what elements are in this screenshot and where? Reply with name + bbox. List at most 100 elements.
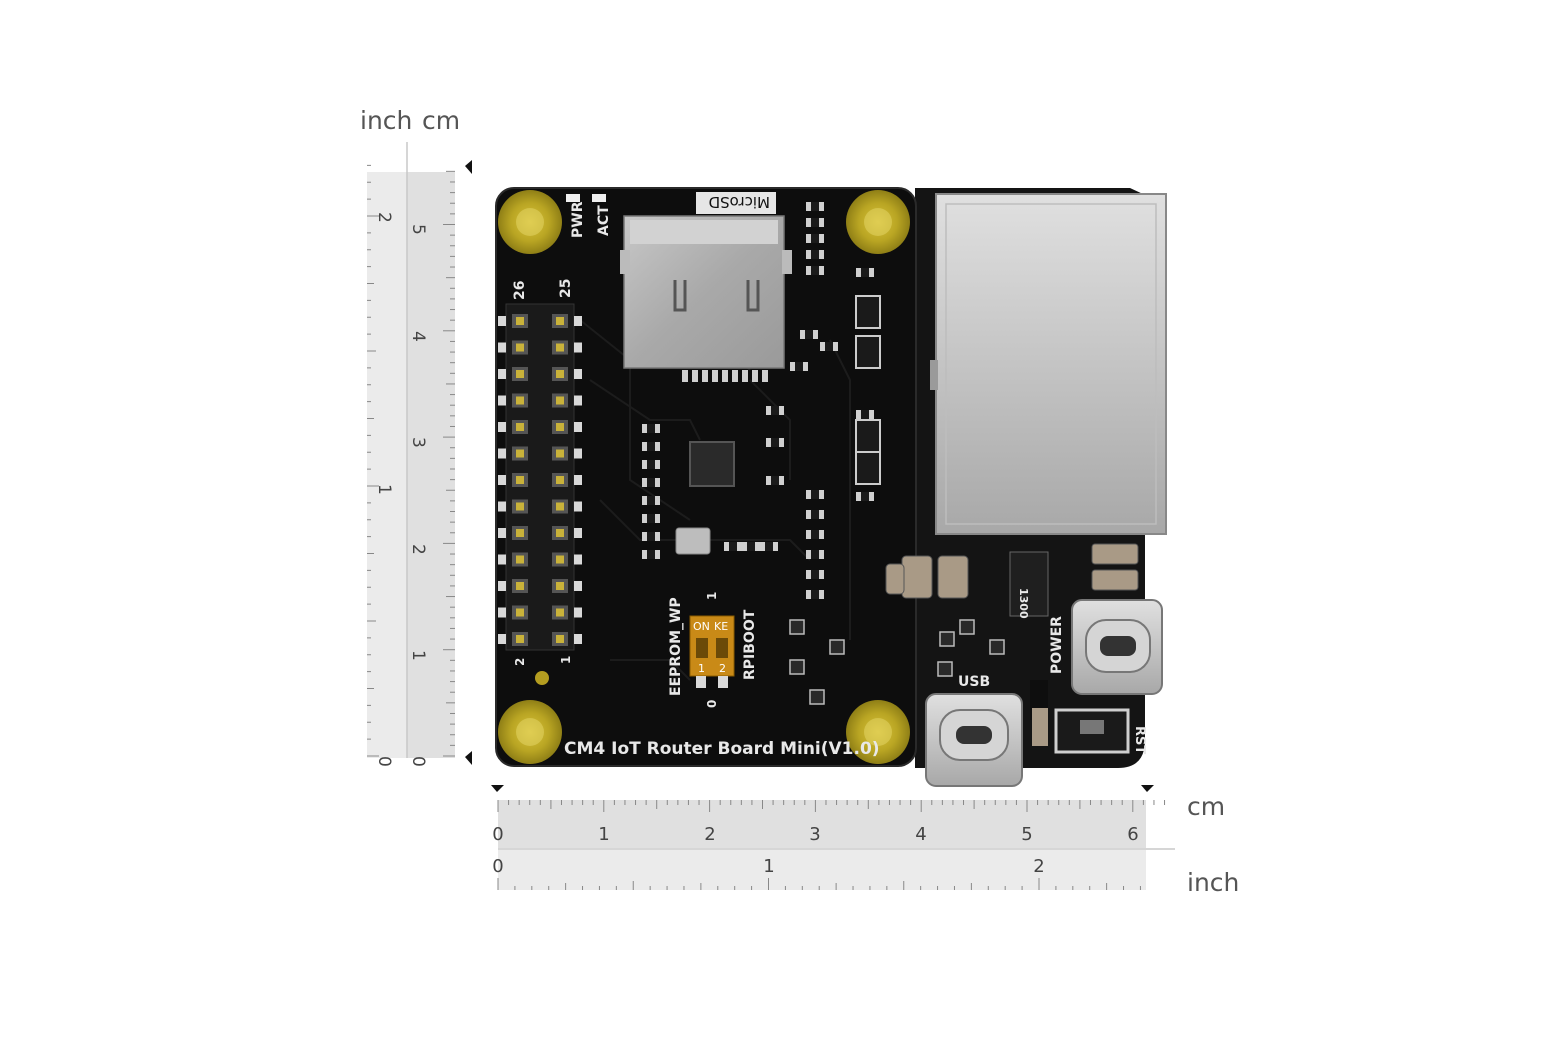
mounting-holes — [498, 190, 910, 764]
header-pin-tip — [556, 529, 564, 537]
header-solder — [574, 342, 582, 353]
switch-on-label: ON — [693, 620, 710, 633]
left-inch-number: 1 — [374, 484, 394, 495]
header-pin-tip — [556, 582, 564, 590]
smd-transistor — [789, 619, 805, 635]
ethernet-port[interactable] — [930, 193, 1167, 535]
header-solder — [574, 528, 582, 538]
pwr-led — [566, 194, 580, 202]
smd-body — [861, 268, 869, 277]
header-solder — [498, 369, 506, 379]
microsd-pin — [752, 370, 758, 382]
header-solder — [498, 634, 506, 644]
gpio-header — [498, 303, 582, 651]
switch-2-label: 2 — [719, 662, 726, 675]
eeprom-label: EEPROM_WP — [668, 597, 684, 696]
header-solder — [498, 448, 506, 459]
act-label: ACT — [596, 205, 612, 236]
left-ruler-bottom-marker — [465, 751, 472, 765]
switch-bottom-label: 0 — [705, 700, 719, 708]
header-solder — [574, 395, 582, 406]
header-pin-tip — [516, 555, 524, 564]
usb-label: USB — [958, 674, 990, 690]
bottom-cm-number: 4 — [915, 824, 926, 845]
left-ruler-cm-strip — [407, 172, 455, 758]
smd-body — [771, 476, 779, 485]
smd-ic — [855, 419, 881, 453]
left-cm-number: 3 — [408, 437, 428, 448]
header-solder — [498, 528, 506, 538]
microsd-pin — [732, 370, 738, 382]
left-ruler-ticks — [367, 164, 455, 757]
header-pin-tip — [556, 423, 564, 431]
header-solder — [498, 422, 506, 432]
bottom-ruler-cm-strip — [498, 800, 1146, 848]
header-solder — [498, 475, 506, 485]
bottom-cm-number: 5 — [1021, 824, 1032, 845]
bottom-inch-number: 0 — [492, 856, 503, 877]
smd-body — [811, 570, 819, 579]
usb-c-power-port[interactable] — [1071, 599, 1163, 695]
microsd-pins — [682, 370, 768, 382]
header-pin-tip — [556, 502, 564, 511]
header-solder — [574, 369, 582, 379]
smd-body — [765, 542, 773, 551]
microsd-pin — [682, 370, 688, 382]
left-ruler: 2 1 0 5 4 3 2 1 0 — [367, 142, 472, 767]
header-pin-tip — [556, 317, 564, 325]
smd-body — [811, 550, 819, 559]
pin25-label: 25 — [558, 279, 574, 298]
header-pin-tip — [516, 502, 524, 511]
smd-body — [811, 510, 819, 519]
smd-body — [811, 530, 819, 539]
smd-ic — [855, 451, 881, 485]
header-solder — [574, 634, 582, 644]
header-solder — [574, 607, 582, 618]
pin1-label: 1 — [559, 656, 573, 664]
header-pin-tip — [516, 370, 524, 378]
smd-body — [795, 362, 803, 371]
left-inch-number: 2 — [374, 212, 394, 223]
header-solder — [498, 607, 506, 618]
header-solder — [498, 395, 506, 406]
bottom-inch-number: 2 — [1033, 856, 1044, 877]
usb-c-port[interactable] — [925, 693, 1023, 787]
rpiboot-label: RPIBOOT — [742, 609, 758, 680]
header-pin-tip — [516, 608, 524, 617]
header-pin-tip — [556, 555, 564, 564]
header-pin-tip — [556, 449, 564, 458]
smd-transistor — [789, 659, 805, 675]
bottom-cm-number: 3 — [809, 824, 820, 845]
header-pin-tip — [556, 635, 564, 643]
header-pin-tip — [516, 317, 524, 325]
header-hole — [535, 671, 549, 685]
header-solder — [574, 581, 582, 591]
header-pin-tip — [516, 582, 524, 590]
gpio-pins — [498, 314, 582, 646]
smd-body — [861, 410, 869, 419]
header-pin-tip — [516, 529, 524, 537]
smd-body — [729, 542, 737, 551]
header-pin-tip — [556, 370, 564, 378]
smd-body — [647, 550, 655, 559]
bottom-cm-number: 6 — [1127, 824, 1138, 845]
microsd-pin — [702, 370, 708, 382]
header-pin-tip — [556, 476, 564, 484]
header-solder — [498, 554, 506, 565]
smd-components — [642, 202, 1005, 705]
controller-chip — [689, 441, 735, 487]
switch-1-label: 1 — [698, 662, 705, 675]
bottom-ruler-right-marker — [1141, 785, 1154, 792]
left-ruler-inch-label: inch — [360, 106, 413, 135]
left-cm-number: 2 — [408, 544, 428, 555]
reset-button[interactable] — [1032, 708, 1130, 754]
smd-body — [647, 424, 655, 433]
dip-switch[interactable] — [689, 615, 735, 688]
header-pin-tip — [516, 423, 524, 431]
bottom-ruler-inch-label: inch — [1187, 868, 1240, 897]
crystal — [675, 527, 711, 555]
microsd-pin — [722, 370, 728, 382]
header-pin-tip — [516, 476, 524, 484]
smd-body — [771, 438, 779, 447]
header-solder — [498, 342, 506, 353]
